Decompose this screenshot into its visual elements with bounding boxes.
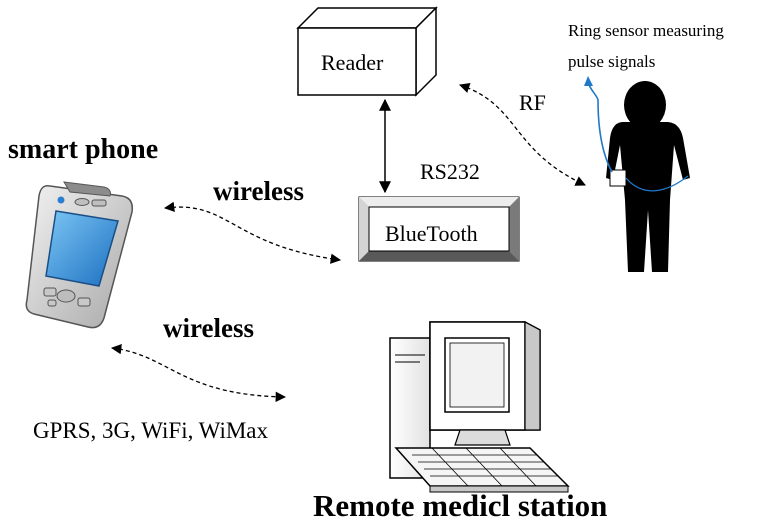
- person-icon: [584, 76, 690, 272]
- phone-bluetooth-arrow: [163, 201, 342, 264]
- smart-phone-icon: [25, 181, 134, 329]
- rf-link-arrow: [459, 83, 586, 186]
- reader-box: [296, 6, 438, 97]
- wireless-top-label: wireless: [213, 176, 304, 206]
- smart-phone-label: smart phone: [8, 134, 159, 165]
- bluetooth-label: BlueTooth: [385, 221, 478, 246]
- networks-label: GPRS, 3G, WiFi, WiMax: [33, 418, 269, 443]
- ring-sensor-label-line2: pulse signals: [568, 52, 656, 71]
- rf-label: RF: [519, 90, 546, 115]
- phone-station-arrow: [110, 343, 287, 403]
- computer-icon: [389, 321, 570, 493]
- wireless-bottom-label: wireless: [163, 313, 254, 343]
- reader-label: Reader: [321, 50, 384, 75]
- bluetooth-box: [358, 196, 520, 262]
- ring-sensor-label-line1: Ring sensor measuring: [568, 21, 724, 40]
- rs232-label: RS232: [420, 159, 480, 184]
- remote-station-label: Remote medicl station: [313, 488, 608, 523]
